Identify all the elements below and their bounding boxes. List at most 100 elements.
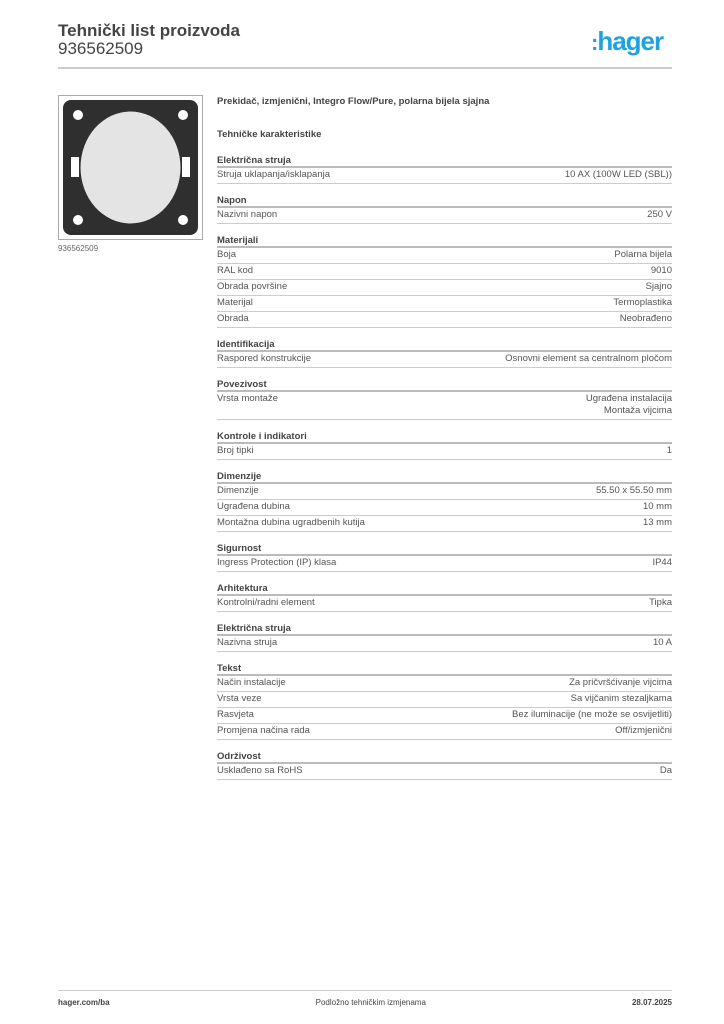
product-image xyxy=(58,95,203,240)
header-divider xyxy=(58,67,672,69)
product-number: 936562509 xyxy=(58,39,144,58)
spec-value: 1 xyxy=(666,445,672,456)
hager-logo: :hager xyxy=(591,26,664,56)
spec-value: Polarna bijela xyxy=(614,249,672,260)
group-title: Održivost xyxy=(217,750,672,764)
spec-row: Obrada površine Sjajno xyxy=(217,280,672,296)
spec-label: Kontrolni/radni element xyxy=(217,597,315,608)
footer-website[interactable]: hager.com/ba xyxy=(58,998,110,1007)
spec-value: Sjajno xyxy=(645,281,672,292)
spec-label: Vrsta veze xyxy=(217,693,262,704)
specs: Prekidač, izmjenični, Integro Flow/Pure,… xyxy=(217,96,672,780)
group-title: Materijali xyxy=(217,234,672,248)
spec-value: Neobrađeno xyxy=(619,313,672,324)
spec-label: Ugrađena dubina xyxy=(217,501,290,512)
footer-divider xyxy=(58,990,672,991)
group-title: Napon xyxy=(217,194,672,208)
spec-label: Vrsta montaže xyxy=(217,393,278,404)
spec-label: Dimenzije xyxy=(217,485,259,496)
spec-row: Nazivna struja 10 A xyxy=(217,636,672,652)
spec-value: 10 AX (100W LED (SBL)) xyxy=(564,169,672,180)
spec-row: Ugrađena dubina 10 mm xyxy=(217,500,672,516)
spec-value: Bez iluminacije (ne može se osvijetliti) xyxy=(512,709,672,720)
footer: hager.com/ba Podložno tehničkim izmjenam… xyxy=(58,998,672,1007)
spec-label: Broj tipki xyxy=(217,445,254,456)
spec-value: 10 A xyxy=(652,637,672,648)
spec-label: Raspored konstrukcije xyxy=(217,353,311,364)
spec-row: Usklađeno sa RoHS Da xyxy=(217,764,672,780)
spec-row: Struja uklapanja/isklapanja 10 AX (100W L… xyxy=(217,168,672,184)
spec-value: IP44 xyxy=(652,557,672,568)
spec-label: RAL kod xyxy=(217,265,254,276)
spec-row: Broj tipki 1 xyxy=(217,444,672,460)
spec-label: Način instalacije xyxy=(217,677,286,688)
group-title: Kontrole i indikatori xyxy=(217,430,672,444)
group-title: Sigurnost xyxy=(217,542,672,556)
spec-value: Off/izmjenični xyxy=(615,725,672,736)
section-title: Tehničke karakteristike xyxy=(217,129,322,140)
group-title: Tekst xyxy=(217,662,672,676)
spec-row: Promjena načina rada Off/izmjenični xyxy=(217,724,672,740)
spec-label: Obrada xyxy=(217,313,249,324)
spec-label: Obrada površine xyxy=(217,281,288,292)
spec-value: Osnovni element sa centralnom pločom xyxy=(505,353,672,364)
spec-row: Boja Polarna bijela xyxy=(217,248,672,264)
group-title: Arhitektura xyxy=(217,582,672,596)
spec-value: Tipka xyxy=(649,597,672,608)
group-title: Električna struja xyxy=(217,622,672,636)
footer-note: Podložno tehničkim izmjenama xyxy=(315,998,426,1007)
spec-row: Nazivni napon 250 V xyxy=(217,208,672,224)
spec-value: 55.50 x 55.50 mm xyxy=(595,485,672,496)
spec-label: Montažna dubina ugradbenih kutija xyxy=(217,517,365,528)
spec-label: Promjena načina rada xyxy=(217,725,310,736)
spec-row: Materijal Termoplastika xyxy=(217,296,672,312)
spec-row: RAL kod 9010 xyxy=(217,264,672,280)
spec-label: Boja xyxy=(217,249,237,260)
spec-label: Nazivna struja xyxy=(217,637,278,648)
spec-row: Način instalacije Za pričvršćivanje vijci… xyxy=(217,676,672,692)
group-title: Električna struja xyxy=(217,154,672,168)
spec-value: Za pričvršćivanje vijcima xyxy=(569,677,672,688)
spec-value: Sa vijčanim stezaljkama xyxy=(570,693,672,704)
spec-label: Ingress Protection (IP) klasa xyxy=(217,557,337,568)
page-title: Tehnički list proizvoda xyxy=(58,21,240,40)
spec-value: 9010 xyxy=(650,265,672,276)
image-caption: 936562509 xyxy=(58,244,99,253)
spec-row: Dimenzije 55.50 x 55.50 mm xyxy=(217,484,672,500)
group-title: Identifikacija xyxy=(217,338,672,352)
spec-row: Ingress Protection (IP) klasa IP44 xyxy=(217,556,672,572)
spec-label: Rasvjeta xyxy=(217,709,254,720)
spec-label: Materijal xyxy=(217,297,253,308)
spec-label: Nazivni napon xyxy=(217,209,278,220)
spec-row: Vrsta veze Sa vijčanim stezaljkama xyxy=(217,692,672,708)
spec-value: 10 mm xyxy=(642,501,672,512)
spec-value: 13 mm xyxy=(642,517,672,528)
spec-value: Termoplastika xyxy=(613,297,672,308)
spec-row: Obrada Neobrađeno xyxy=(217,312,672,328)
spec-row: Kontrolni/radni element Tipka xyxy=(217,596,672,612)
spec-row: Raspored konstrukcije Osnovni element sa … xyxy=(217,352,672,368)
spec-value: 250 V xyxy=(647,209,672,220)
spec-value: Da xyxy=(659,765,672,776)
spec-row: Montažna dubina ugradbenih kutija 13 mm xyxy=(217,516,672,532)
spec-label: Struja uklapanja/isklapanja xyxy=(217,169,331,180)
footer-date: 28.07.2025 xyxy=(631,998,672,1007)
group-title: Povezivost xyxy=(217,378,672,392)
spec-row: Rasvjeta Bez iluminacije (ne može se osvi… xyxy=(217,708,672,724)
group-title: Dimenzije xyxy=(217,470,672,484)
spec-label: Usklađeno sa RoHS xyxy=(217,765,303,776)
